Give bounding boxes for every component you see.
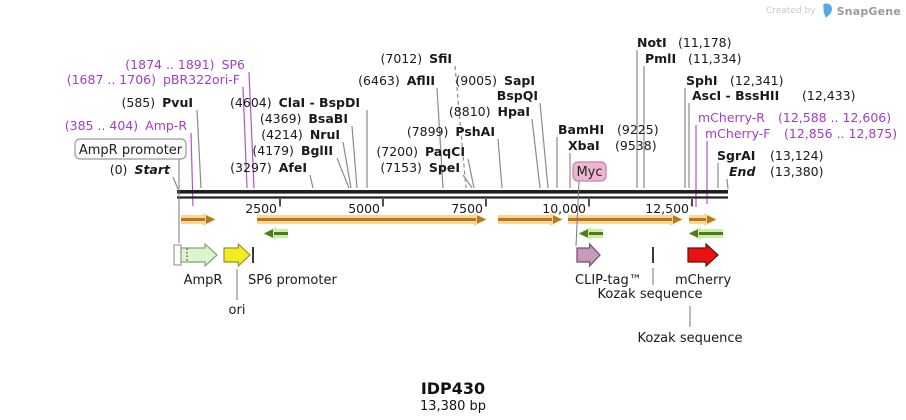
site-label-pvui[interactable]: (585)PvuI	[122, 95, 193, 110]
site-line-pbr322ori-f	[242, 86, 248, 189]
site-label-pbr322ori-f[interactable]: (1687 .. 1706)pBR322ori-F	[67, 72, 240, 87]
feature-label-kozak-1: Kozak sequence	[598, 287, 703, 302]
feature-mcherry-gene[interactable]: mCherry	[675, 242, 731, 288]
site-line-spei	[462, 174, 473, 189]
svg-text:AmpR promoter: AmpR promoter	[79, 143, 183, 158]
feature-kozak-1[interactable]: Kozak sequence	[598, 247, 703, 302]
ruler-label: 10,000	[542, 201, 586, 216]
orf-forward	[498, 213, 563, 226]
orf-reverse	[263, 227, 288, 240]
boxed-label-myc-tag[interactable]: Myc	[572, 161, 607, 247]
feature-label-mcherry-gene: mCherry	[675, 273, 731, 288]
site-line-start	[172, 176, 179, 190]
site-label-afei[interactable]: (3297)AfeI	[230, 160, 307, 175]
site-label-sphi[interactable]: SphI(12,341)	[686, 73, 784, 88]
ruler-label: 2500	[245, 201, 277, 216]
site-line-pshai	[497, 138, 503, 189]
site-label-amp-r[interactable]: (385 .. 404)Amp-R	[65, 118, 188, 133]
site-label-xbai[interactable]: XbaI(9538)	[568, 138, 657, 153]
site-label-clai-bspdi[interactable]: (4604)ClaI - BspDI	[230, 95, 360, 110]
site-label-bamhi[interactable]: BamHI(9225)	[558, 122, 659, 137]
site-label-aflii[interactable]: (6463)AflII	[358, 73, 435, 88]
site-line-nrui	[342, 141, 352, 189]
site-label-sfii[interactable]: (7012)SfiI	[381, 51, 453, 66]
site-label-end[interactable]: End(13,380)	[729, 164, 824, 179]
boxed-label-ampr-promoter[interactable]: AmpR promoter	[74, 138, 187, 243]
backbone-bottom-strand	[177, 196, 728, 199]
ruler-label: 12,500	[645, 201, 689, 216]
site-line-hpai	[531, 118, 541, 189]
site-line-bsabi	[351, 125, 358, 189]
site-label-pshai[interactable]: (7899)PshAI	[407, 124, 495, 139]
site-label-mcherry-f[interactable]: mCherry-F(12,856 .. 12,875)	[705, 126, 897, 141]
site-label-spei[interactable]: (7153)SpeI	[380, 160, 460, 175]
feature-label-ori: ori	[229, 303, 246, 318]
credit-text: Created by	[766, 6, 816, 16]
site-label-hpai[interactable]: (8810)HpaI	[449, 104, 530, 119]
orf-forward	[568, 213, 683, 226]
site-label-start[interactable]: (0)Start	[110, 162, 171, 177]
site-label-pmli[interactable]: PmlI(11,334)	[645, 51, 742, 66]
site-line-aflii	[436, 87, 444, 189]
site-label-sgrai[interactable]: SgrAI(13,124)	[717, 148, 824, 163]
snapgene-logo-icon	[822, 3, 832, 18]
feature-label-ampr-gene: AmpR	[184, 273, 223, 288]
feature-kozak-2[interactable]: Kozak sequence	[638, 306, 743, 346]
site-line-afei	[309, 174, 314, 189]
orf-forward	[689, 213, 717, 226]
feature-sp6-promoter[interactable]: SP6 promoter	[248, 247, 337, 288]
site-line-amp-r	[190, 132, 194, 207]
feature-ori[interactable]: ori	[223, 242, 251, 318]
site-label-bspqi[interactable]: BspQI	[497, 88, 538, 103]
feature-label-clip-tag: CLIP-tag™	[575, 273, 642, 288]
feature-label-kozak-2: Kozak sequence	[638, 331, 743, 346]
site-label-sapi[interactable]: (9005)SapI	[455, 73, 535, 88]
feature-ampr-promoter-glyph[interactable]	[173, 244, 182, 266]
site-label-asci-bsshii[interactable]: AscI - BssHII(12,433)	[692, 88, 856, 103]
ruler-label: 7500	[451, 201, 483, 216]
site-line-sp6-primer	[248, 71, 255, 189]
site-label-noti[interactable]: NotI(11,178)	[637, 35, 732, 50]
feature-ampr-gene[interactable]: AmpR	[180, 242, 223, 288]
feature-label-sp6-promoter: SP6 promoter	[248, 273, 337, 288]
snapgene-credit: Created by SnapGene	[766, 3, 901, 19]
orf-forward	[257, 213, 487, 226]
feature-clip-tag[interactable]: CLIP-tag™	[575, 242, 642, 288]
svg-text:Myc: Myc	[576, 165, 602, 180]
orf-reverse	[578, 227, 603, 240]
site-line-end	[726, 178, 729, 190]
title-block: IDP430 13,380 bp	[0, 379, 906, 414]
site-label-bglii[interactable]: (4179)BglII	[252, 143, 333, 158]
snapgene-brand-link[interactable]: SnapGene	[836, 4, 901, 18]
orf-forward	[181, 213, 216, 226]
plasmid-name: IDP430	[420, 379, 486, 398]
site-label-paqci[interactable]: (7200)PaqCI	[376, 144, 465, 159]
backbone-top-strand	[177, 190, 728, 194]
ruler-label: 5000	[348, 201, 380, 216]
plasmid-size: 13,380 bp	[419, 399, 487, 414]
site-line-bglii	[336, 157, 350, 189]
site-line-paqci	[467, 158, 475, 189]
site-line-pvui	[196, 109, 202, 189]
site-line-sapi	[539, 102, 549, 189]
orf-reverse	[688, 227, 723, 240]
site-label-nrui[interactable]: (4214)NruI	[261, 127, 340, 142]
site-label-mcherry-r[interactable]: mCherry-R(12,588 .. 12,606)	[698, 110, 891, 125]
site-label-sp6-primer[interactable]: (1874 .. 1891)SP6	[125, 57, 245, 72]
site-label-bsabi[interactable]: (4369)BsaBI	[260, 111, 348, 126]
